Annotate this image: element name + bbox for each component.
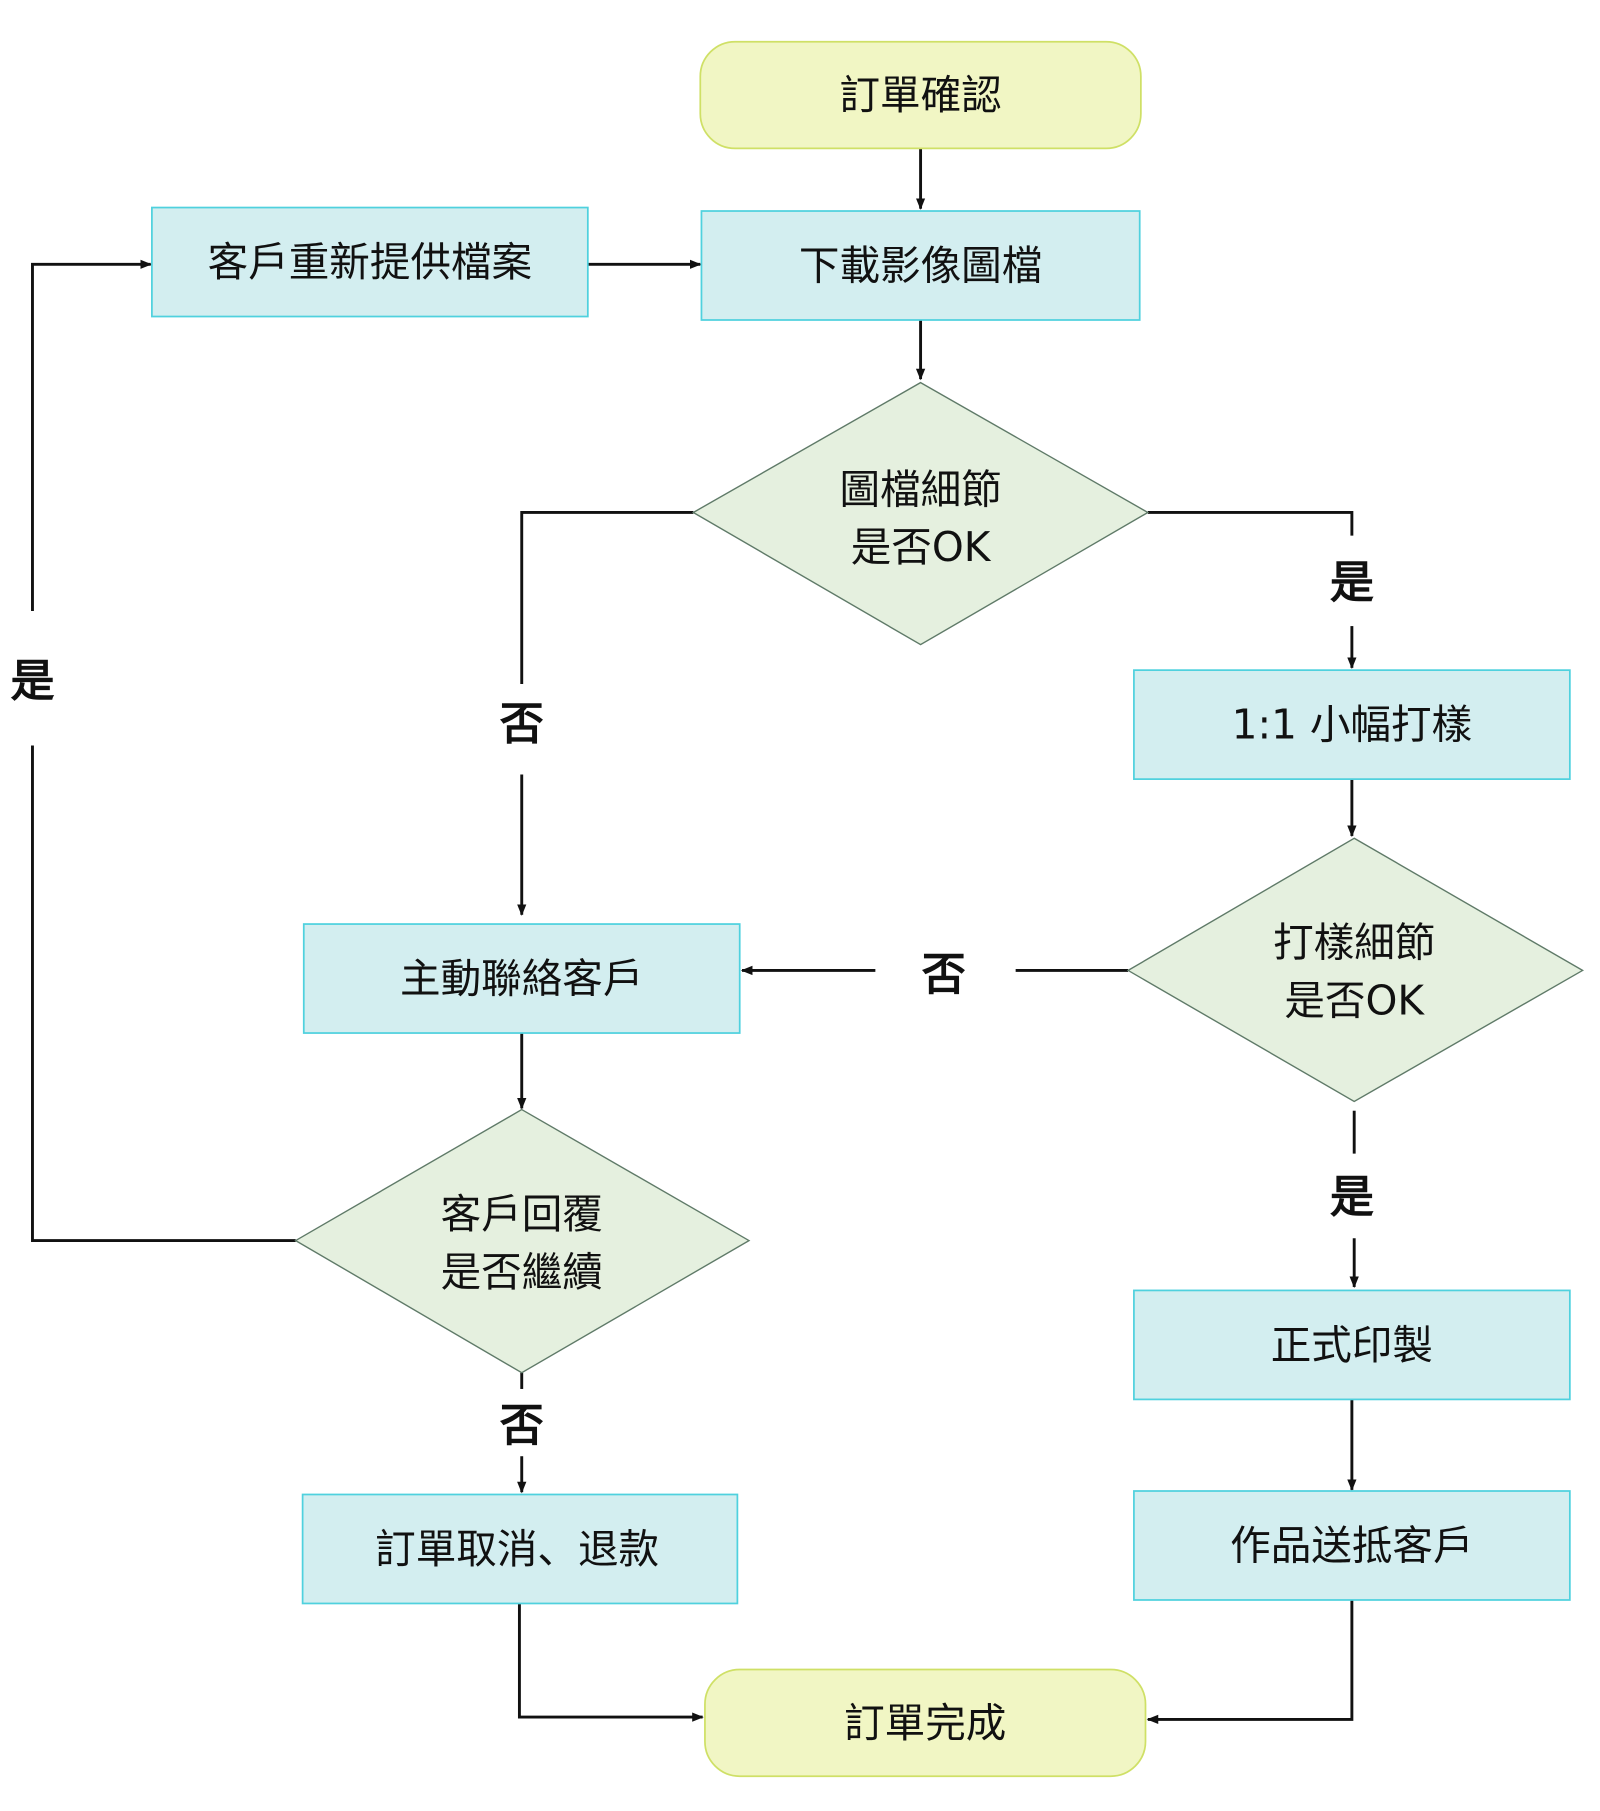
edge-checkfile-yes-a — [1147, 511, 1354, 536]
node-cancel: 訂單取消、退款 — [301, 1493, 739, 1605]
decision-check-file-line1: 圖檔細節 — [839, 465, 1001, 513]
node-end: 訂單完成 — [704, 1668, 1147, 1778]
label-file-no: 否 — [500, 699, 544, 750]
node-download-label: 下載影像圖檔 — [799, 242, 1042, 290]
edges — [31, 148, 1359, 1725]
label-reply-no: 否 — [500, 1401, 544, 1452]
edge-cancel-end — [517, 1603, 704, 1722]
label-file-yes: 是 — [1330, 558, 1374, 609]
node-end-label: 訂單完成 — [844, 1699, 1006, 1747]
decision-check-reply-line1: 客戶回覆 — [441, 1190, 603, 1238]
node-print: 正式印製 — [1133, 1289, 1571, 1401]
node-proof: 1:1 小幅打樣 — [1133, 669, 1571, 780]
edge-checkfile-no-a — [520, 511, 694, 685]
label-proof-yes: 是 — [1330, 1172, 1374, 1223]
decision-check-reply: 客戶回覆 是否繼續 — [294, 1108, 751, 1374]
decision-check-proof-line1: 打樣細節 — [1273, 919, 1435, 967]
decision-check-proof-line2: 是否OK — [1284, 977, 1425, 1025]
node-proof-label: 1:1 小幅打樣 — [1232, 701, 1472, 749]
node-start-label: 訂單確認 — [839, 71, 1001, 119]
decision-check-file-line2: 是否OK — [851, 523, 992, 571]
decision-check-file: 圖檔細節 是否OK — [691, 381, 1150, 646]
edge-checkreply-yes-b — [31, 259, 152, 612]
node-resubmit-label: 客戶重新提供檔案 — [208, 238, 533, 286]
edge-checkreply-yes-a — [31, 745, 296, 1243]
node-deliver-label: 作品送抵客戶 — [1230, 1521, 1473, 1569]
node-print-label: 正式印製 — [1271, 1321, 1433, 1369]
node-start: 訂單確認 — [699, 40, 1142, 150]
node-deliver: 作品送抵客戶 — [1133, 1490, 1571, 1601]
label-proof-no: 否 — [922, 950, 966, 1001]
node-contact: 主動聯絡客戶 — [302, 923, 741, 1034]
edge-deliver-end — [1146, 1599, 1354, 1725]
node-cancel-label: 訂單取消、退款 — [375, 1525, 659, 1573]
node-download: 下載影像圖檔 — [700, 210, 1141, 321]
node-contact-label: 主動聯絡客戶 — [400, 955, 643, 1003]
node-resubmit: 客戶重新提供檔案 — [151, 206, 589, 318]
decision-check-reply-line2: 是否繼續 — [441, 1248, 603, 1296]
decision-check-proof: 打樣細節 是否OK — [1126, 837, 1584, 1103]
label-reply-yes: 是 — [10, 656, 54, 707]
